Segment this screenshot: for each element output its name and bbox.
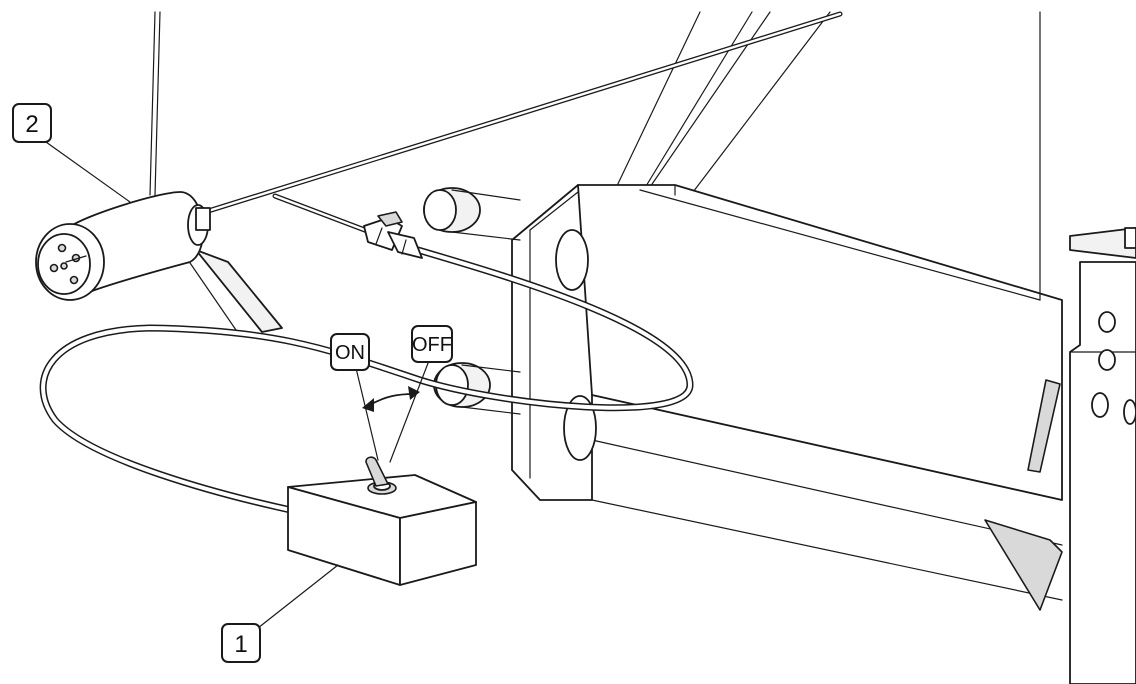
switch-box	[287, 456, 477, 586]
callout-2-label: 2	[25, 111, 38, 138]
state-off-label: OFF	[411, 325, 453, 363]
toggle-direction-indicator	[355, 357, 431, 463]
inline-connector	[363, 211, 423, 259]
plug	[35, 191, 211, 301]
callout-1: 1	[221, 564, 339, 663]
toggle-lever	[365, 456, 389, 487]
machine-frame	[149, 11, 1136, 684]
state-off-text: OFF	[412, 334, 452, 356]
state-on-text: ON	[335, 342, 365, 364]
state-on-label: ON	[330, 333, 370, 371]
callout-1-label: 1	[234, 631, 247, 658]
callout-2: 2	[12, 103, 131, 203]
